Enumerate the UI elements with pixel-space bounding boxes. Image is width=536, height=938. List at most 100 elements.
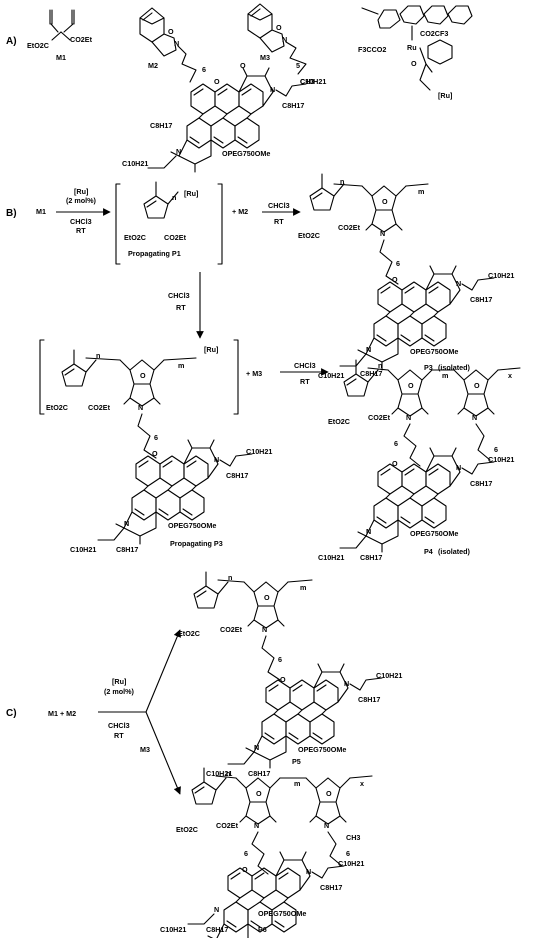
p4-m3-chain: 6	[494, 445, 498, 454]
pdi-a-peg: OPEG750OMe	[222, 149, 270, 158]
p4-o1: O	[408, 381, 414, 390]
pp3-pdi-n: N	[214, 455, 219, 464]
b-cond2-solvent: CHCl3	[268, 201, 290, 210]
catalyst-ru: Ru	[407, 43, 417, 52]
p5-pdi-o: O	[280, 675, 286, 684]
m3-ch3: CH3	[300, 77, 314, 86]
c-start: M1 + M2	[48, 709, 76, 718]
p6-ch3: CH3	[346, 833, 360, 842]
p1-n: n	[172, 193, 176, 202]
section-c-label: C)	[6, 708, 17, 719]
section-a-pdi: O O N C10H21 C8H17 N C8H17 C10H21 OPEG75…	[122, 61, 326, 173]
p5-c10: C10H21	[376, 671, 402, 680]
p3-note: (isolated)	[438, 363, 471, 372]
p4-x: x	[508, 371, 512, 380]
p1-ester-right: CO2Et	[164, 233, 187, 242]
m3-chain-count: 5	[296, 61, 300, 70]
p3-c10-b: C10H21	[318, 371, 344, 380]
pdi-a-o: O	[214, 77, 220, 86]
b-start-m1: M1	[36, 207, 46, 216]
b-add-m2: + M2	[232, 207, 248, 216]
b-add-m3: + M3	[246, 369, 262, 378]
pp3-label: Propagating P3	[170, 539, 223, 548]
m2-n: N	[174, 39, 179, 48]
m3-label: M3	[260, 53, 270, 62]
p4-c8-b: C8H17	[360, 553, 382, 562]
propagating-p1-structure: n [Ru] EtO2C CO2Et Propagating P1	[115, 181, 223, 265]
p6-n2: N	[324, 821, 329, 830]
p3-n: n	[340, 177, 344, 186]
b-cond3-temp: RT	[176, 303, 186, 312]
p3-ester-right: CO2Et	[338, 223, 361, 232]
p6-c10-b: C10H21	[160, 925, 186, 934]
p6-label: P6	[258, 925, 267, 934]
catalyst-structure: CO2CF3 Ru F3CCO2 O [Ru]	[358, 5, 473, 100]
m3-o: O	[276, 23, 282, 32]
catalyst-co2cf3: CO2CF3	[420, 29, 448, 38]
p5-chain-count: 6	[278, 655, 282, 664]
m1-ester-left: EtO2C	[27, 41, 49, 50]
p5-peg: OPEG750OMe	[298, 745, 346, 754]
p6-structure: n m x EtO2C CO2Et O O N N 6 CH3 6 O N C1…	[160, 767, 373, 938]
pp3-m: m	[178, 361, 184, 370]
b-cond2-temp: RT	[274, 217, 284, 226]
p4-pdi-o: O	[392, 459, 398, 468]
m3-n: N	[282, 35, 287, 44]
section-a-label: A)	[6, 36, 17, 47]
p1-ru: [Ru]	[184, 189, 198, 198]
pp3-c10: C10H21	[246, 447, 272, 456]
p5-m: m	[300, 583, 306, 592]
p1-ester-left: EtO2C	[124, 233, 146, 242]
p6-c8-b: C8H17	[206, 925, 228, 934]
p5-ester-right: CO2Et	[220, 625, 243, 634]
c-cond-loading: (2 mol%)	[104, 687, 135, 696]
pp3-c10-b: C10H21	[70, 545, 96, 554]
p4-note: (isolated)	[438, 547, 471, 556]
p6-ester-left: EtO2C	[176, 825, 198, 834]
b-cond-loading: (2 mol%)	[66, 196, 97, 205]
pp3-chain-count: 6	[154, 433, 158, 442]
b-cond4-solvent: CHCl3	[294, 361, 316, 370]
p5-n: n	[228, 573, 232, 582]
p4-structure: n m x EtO2C CO2Et O O N N 6 6 O N C10H21…	[318, 359, 521, 562]
b-cond-temp: RT	[76, 226, 86, 235]
p3-c8: C8H17	[470, 295, 492, 304]
p5-structure: n m EtO2C CO2Et O N 6 O N C10H21 C8H17 N…	[178, 571, 402, 778]
p4-pdi-n: N	[456, 463, 461, 472]
m1-label: M1	[56, 53, 66, 62]
p3-pdi-o: O	[392, 275, 398, 284]
p6-c10: C10H21	[338, 859, 364, 868]
monomer-m2-structure: O N 6 M2	[139, 7, 206, 83]
p3-n-atom: N	[380, 229, 385, 238]
pp3-n: n	[96, 351, 100, 360]
pdi-a-c10: C10H21	[300, 77, 326, 86]
p3-pdi-n: N	[456, 279, 461, 288]
p4-c10: C10H21	[488, 455, 514, 464]
p4-n: n	[378, 361, 382, 370]
p5-c8-b: C8H17	[248, 769, 270, 778]
p4-c8: C8H17	[470, 479, 492, 488]
p5-c8: C8H17	[358, 695, 380, 704]
b-cond3-solvent: CHCl3	[168, 291, 190, 300]
m1-ester-right: CO2Et	[70, 35, 93, 44]
pp3-pdi-o: O	[152, 449, 158, 458]
p4-n2: N	[472, 413, 477, 422]
p3-label: P3	[424, 363, 433, 372]
m2-label: M2	[148, 61, 158, 70]
p6-pdi-n2: N	[214, 905, 219, 914]
p3-structure: n m EtO2C CO2Et O N 6 O N C10H21 C8H17 N…	[298, 173, 514, 380]
p3-pdi-n2: N	[366, 345, 371, 354]
c-cond-cat: [Ru]	[112, 677, 126, 686]
p5-n-atom: N	[262, 625, 267, 634]
p4-peg: OPEG750OMe	[410, 529, 458, 538]
p6-chain-count: 6	[244, 849, 248, 858]
pp3-c8: C8H17	[226, 471, 248, 480]
c-arrow-up	[145, 629, 181, 713]
monomer-m3-structure: O N 5 CH3 M3	[247, 3, 314, 86]
p6-peg: OPEG750OMe	[258, 909, 306, 918]
p3-peg: OPEG750OMe	[410, 347, 458, 356]
pp3-peg: OPEG750OMe	[168, 521, 216, 530]
section-b-label: B)	[6, 208, 17, 219]
pdi-a-oc1: O	[240, 61, 246, 70]
